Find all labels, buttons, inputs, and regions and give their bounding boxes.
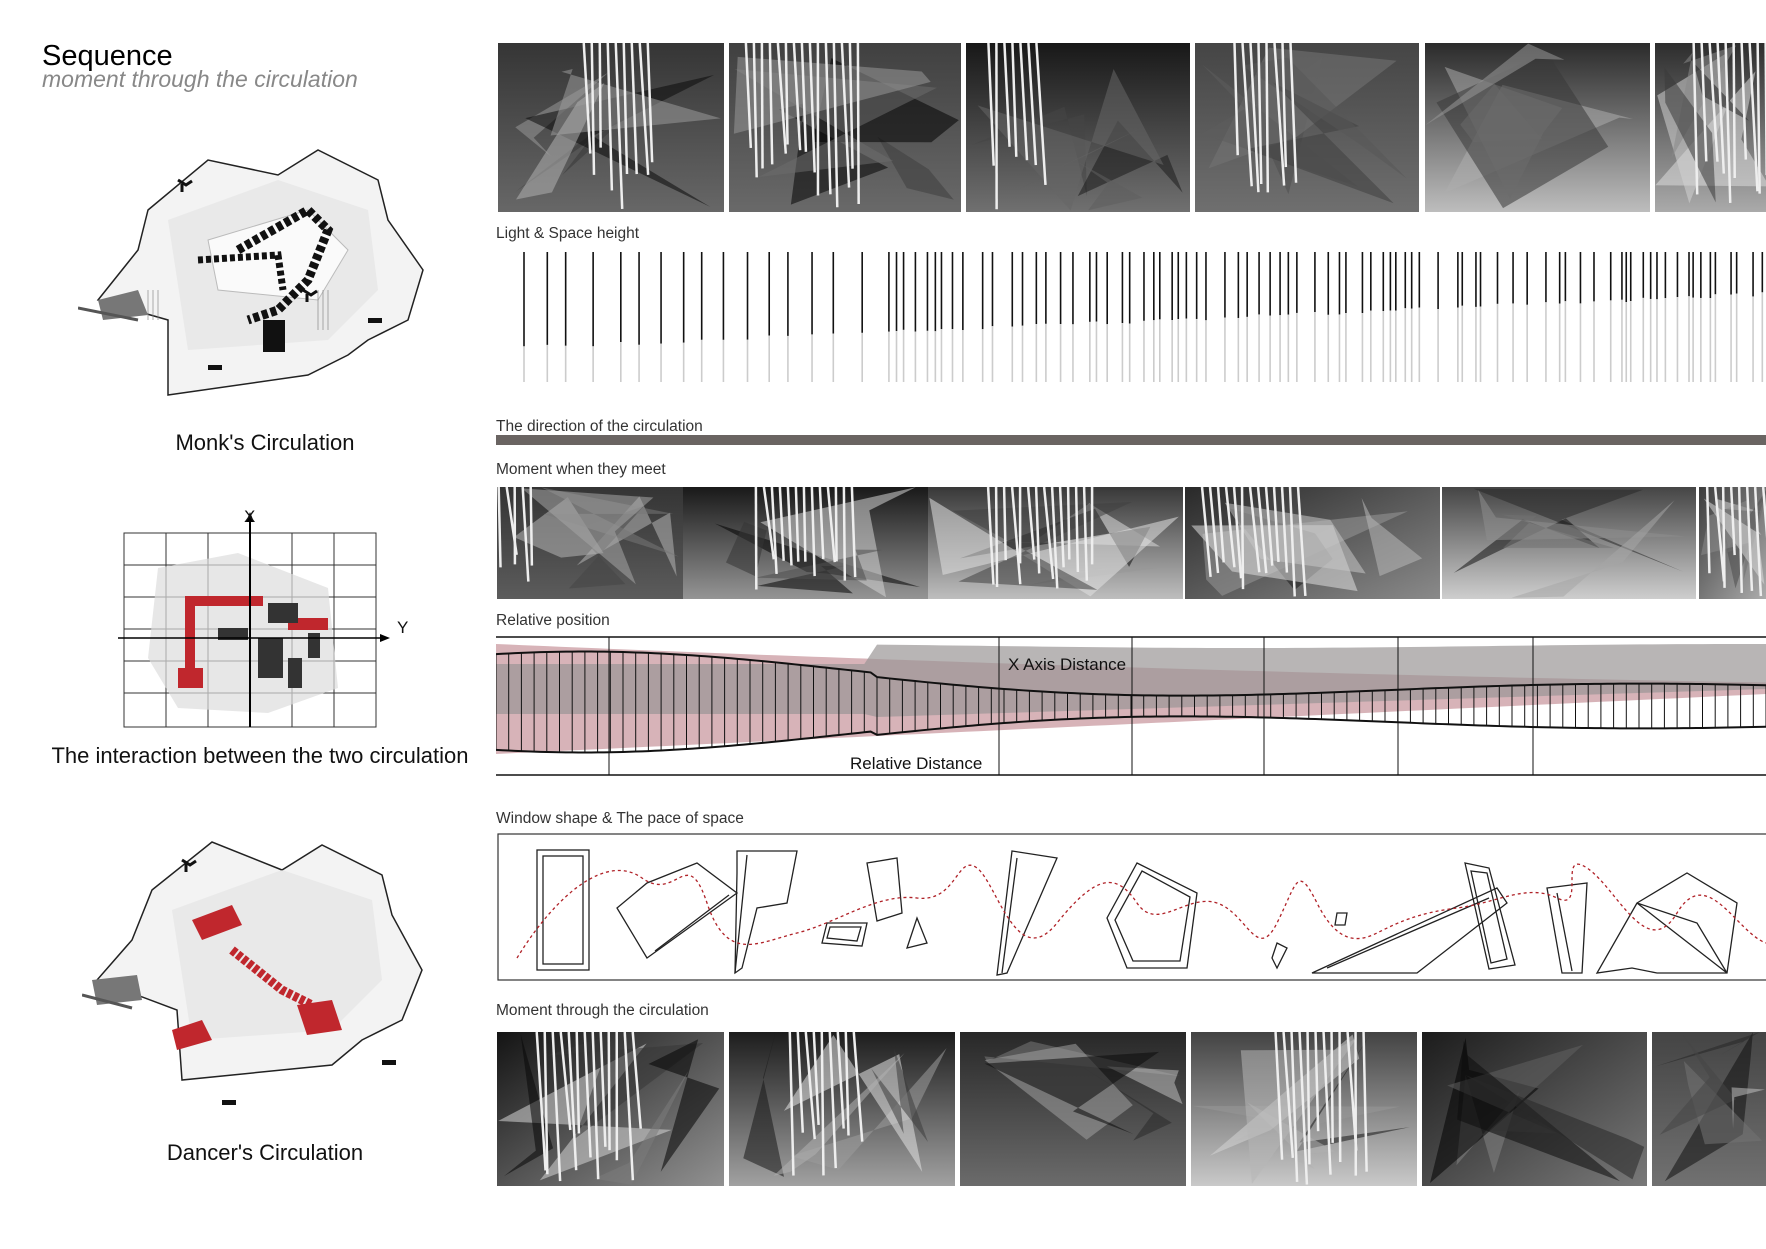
top-render-photo (498, 43, 724, 212)
page-subtitle: moment through the circulation (42, 66, 358, 92)
relative-distance-label: Relative Distance (850, 754, 983, 773)
top-render-photo (1195, 43, 1419, 212)
moment-render-photo (497, 1032, 724, 1186)
relative-position-label: Relative position (496, 612, 610, 629)
meet-render-photo (1442, 487, 1696, 599)
meet-render-photo (928, 487, 1183, 599)
direction-label: The direction of the circulation (496, 418, 703, 435)
dancer-axonometric-diagram (82, 841, 423, 1105)
envelope-upper (496, 650, 1766, 697)
moment-render-photo (729, 1032, 955, 1186)
window-shape-diagram (497, 833, 1766, 981)
top-render-photo (966, 43, 1190, 212)
light-space-height-bars (523, 252, 1764, 382)
interaction-caption: The interaction between the two circulat… (51, 743, 469, 768)
moment-render-photo (960, 1032, 1186, 1186)
meet-render-photo (683, 487, 928, 599)
top-render-photo (1425, 43, 1650, 212)
moment-render-photo (1422, 1032, 1647, 1186)
envelope-lower (496, 715, 1766, 754)
moment-label: Moment through the circulation (496, 1002, 709, 1019)
top-render-photo (1655, 43, 1766, 212)
moment-render-photo (1652, 1032, 1766, 1186)
interaction-grid-diagram (118, 512, 390, 728)
monk-axonometric-diagram (78, 149, 424, 396)
direction-bar (496, 435, 1766, 445)
grid-axis-x-label: X (244, 507, 256, 526)
meet-render-photo (497, 487, 683, 599)
window-label: Window shape & The pace of space (496, 810, 744, 827)
light-space-label: Light & Space height (496, 225, 640, 242)
meet-render-photo (1185, 487, 1440, 599)
top-render-photo (729, 43, 961, 212)
meet-render-photo (1699, 487, 1766, 599)
monk-caption: Monk's Circulation (175, 430, 355, 455)
x-axis-distance-label: X Axis Distance (1008, 655, 1127, 674)
meet-label: Moment when they meet (496, 461, 666, 478)
relative-position-diagram (496, 636, 1766, 776)
page-title: Sequence (42, 40, 173, 72)
grid-axis-y-label: Y (397, 618, 409, 637)
dancer-caption: Dancer's Circulation (166, 1140, 364, 1165)
moment-render-photo (1191, 1032, 1417, 1186)
